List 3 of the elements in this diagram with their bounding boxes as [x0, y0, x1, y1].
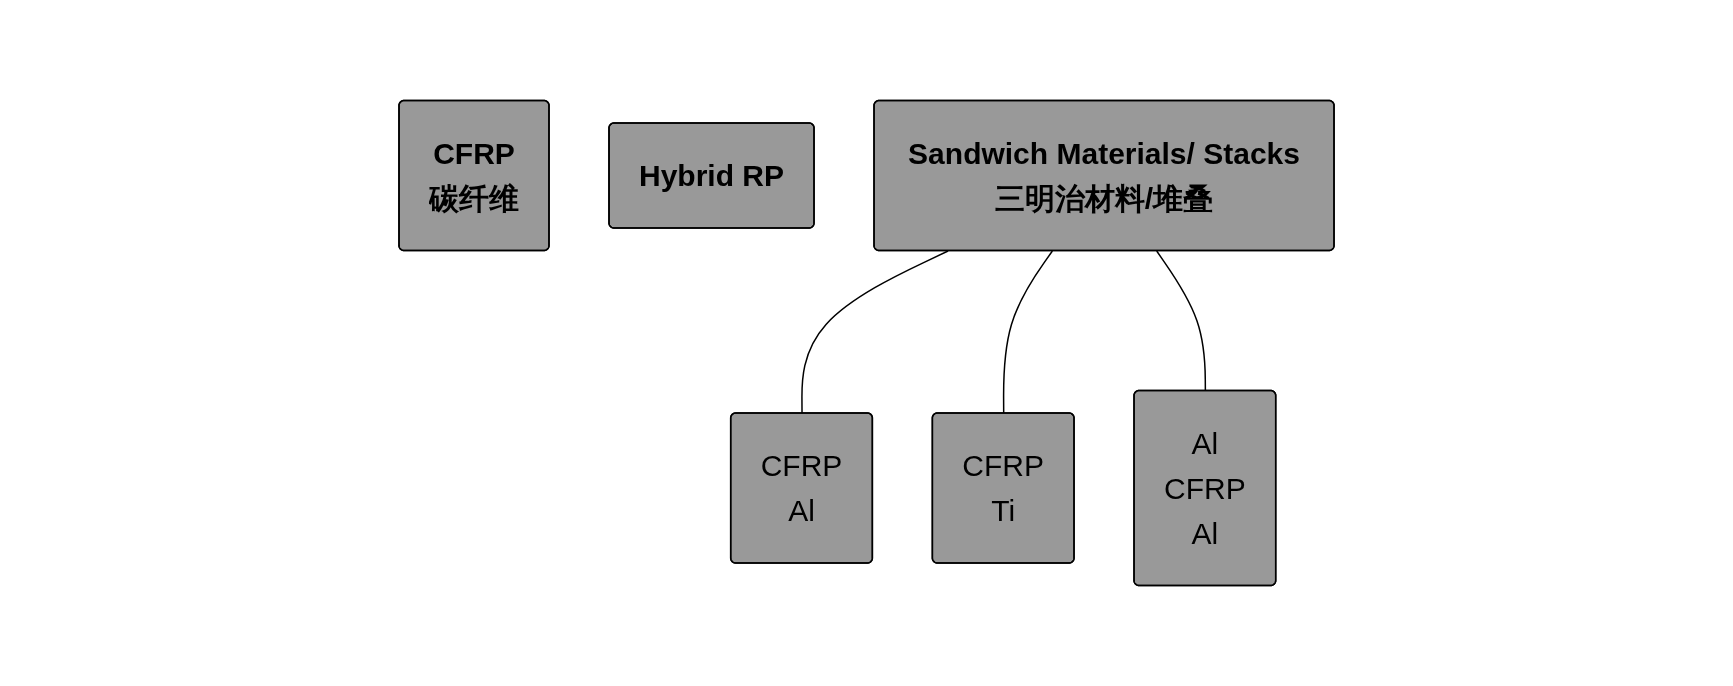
connector [801, 250, 949, 415]
connector [1002, 250, 1054, 415]
connector [1155, 250, 1207, 392]
